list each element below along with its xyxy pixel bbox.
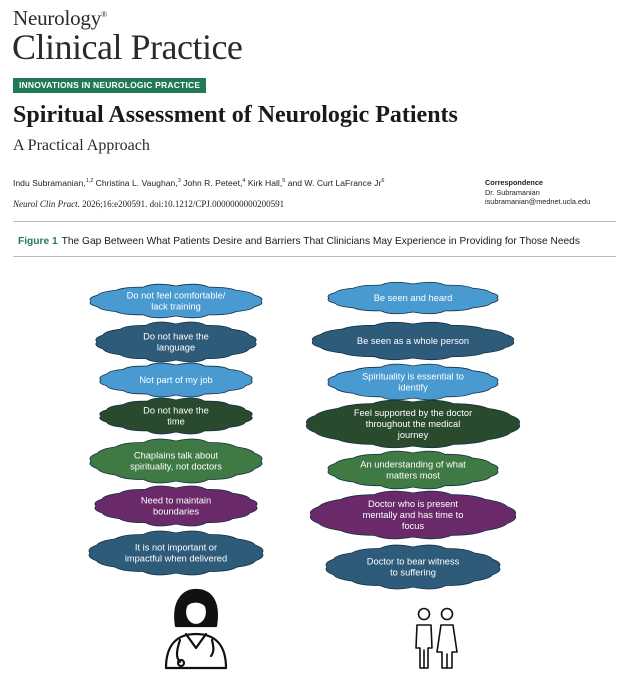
patient-desire-cloud-shape [327,450,499,490]
patient-desire-cloud-label: Doctor to bear witness [367,557,460,567]
patient-desire-cloud-label: Be seen as a whole person [357,336,469,346]
patient-desire-cloud-label: focus [402,521,425,531]
clinician-barrier-cloud-label: lack training [151,302,201,312]
journal-name-big: Clinical Practice [12,27,243,67]
patient-desire-cloud-label: Doctor who is present [368,499,458,509]
patient-desire-cloud-label: identify [398,383,428,393]
divider [13,256,616,257]
author-list: Indu Subramanian,1,2 Christina L. Vaugha… [13,178,385,188]
clinician-barrier-cloud-shape [95,321,257,363]
clinician-barrier-cloud-label: Do not feel comfortable/ [127,291,226,301]
correspondence-block: Correspondence Dr. Subramanian isubraman… [485,178,590,207]
article-subtitle: A Practical Approach [13,137,150,154]
patient-desire-clouds: Be seen and heard Be seen as a whole pers… [305,281,521,590]
patient-desire-cloud-shape [311,321,515,361]
patient-desire-cloud-label: Be seen and heard [374,293,453,303]
clinician-barrier-cloud-label: Do not have the [143,332,209,342]
author: Christina L. Vaughan, [95,178,178,188]
article-title: Spiritual Assessment of Neurologic Patie… [13,102,458,128]
journal-name-small: Neurology® [13,6,107,30]
patient-desire-cloud-shape [327,281,499,315]
citation: Neurol Clin Pract. 2026;16:e200591. doi:… [13,199,285,209]
patient-desire-cloud-label: throughout the medical [366,419,461,429]
section-tag: INNOVATIONS IN NEUROLOGIC PRACTICE [13,78,207,93]
clinician-barrier-cloud-label: It is not important or [135,543,217,553]
clinician-barrier-cloud-shape [99,397,253,435]
clinician-barrier-cloud-label: spirituality, not doctors [130,462,222,472]
patient-desire-cloud-shape [325,544,501,590]
clinician-barrier-cloud-label: Need to maintain [141,496,211,506]
clinician-barrier-cloud-label: language [157,343,195,353]
clinician-barrier-clouds: Do not feel comfortable/lack trainingDo … [88,283,264,576]
divider [13,221,616,222]
patient-desire-cloud: Be seen and heard [327,281,499,315]
patient-desire-cloud-shape [305,399,521,449]
author: Kirk Hall, [247,178,283,188]
clinician-barrier-cloud-shape [88,530,264,576]
clinician-barrier-cloud-shape [99,362,253,398]
clinician-barrier-cloud-shape [94,485,258,527]
patient-desire-cloud-label: Feel supported by the doctor [354,408,472,418]
patients-icon [415,607,458,669]
author: and W. Curt LaFrance Jr [287,178,382,188]
clinician-barrier-cloud-shape [89,438,263,484]
patient-desire-cloud-label: matters most [386,471,440,481]
clinician-barrier-cloud-label: Chaplains talk about [134,451,219,461]
patient-desire-cloud-label: mentally and has time to [363,510,464,520]
doctor-icon [164,588,228,670]
clinician-barrier-cloud-label: time [167,417,185,427]
author: John R. Peteet, [183,178,243,188]
clinician-barrier-cloud-shape [89,283,263,319]
correspondence-heading: Correspondence [485,178,543,187]
patient-desire-cloud: Be seen as a whole person [311,321,515,361]
clinician-barrier-cloud-label: impactful when delivered [125,554,227,564]
clinician-barrier-cloud-label: Not part of my job [139,375,212,385]
patient-desire-cloud-shape [309,490,517,540]
clinician-barrier-cloud-label: boundaries [153,507,199,517]
correspondence-email[interactable]: isubramanian@mednet.ucla.edu [485,197,591,206]
patient-desire-cloud-label: Spirituality is essential to [362,372,464,382]
clinician-barrier-cloud: Not part of my job [99,362,253,398]
author: Indu Subramanian, [13,178,86,188]
patient-desire-cloud-shape [327,363,499,401]
clinician-barrier-cloud-label: Do not have the [143,406,209,416]
patient-desire-cloud-label: journey [397,430,429,440]
patient-desire-cloud-label: An understanding of what [360,460,466,470]
correspondence-name: Dr. Subramanian [485,187,540,197]
patient-desire-cloud-label: to suffering [390,568,436,578]
clinician-barrier-cloud: Do not feel comfortable/lack training [89,283,263,319]
